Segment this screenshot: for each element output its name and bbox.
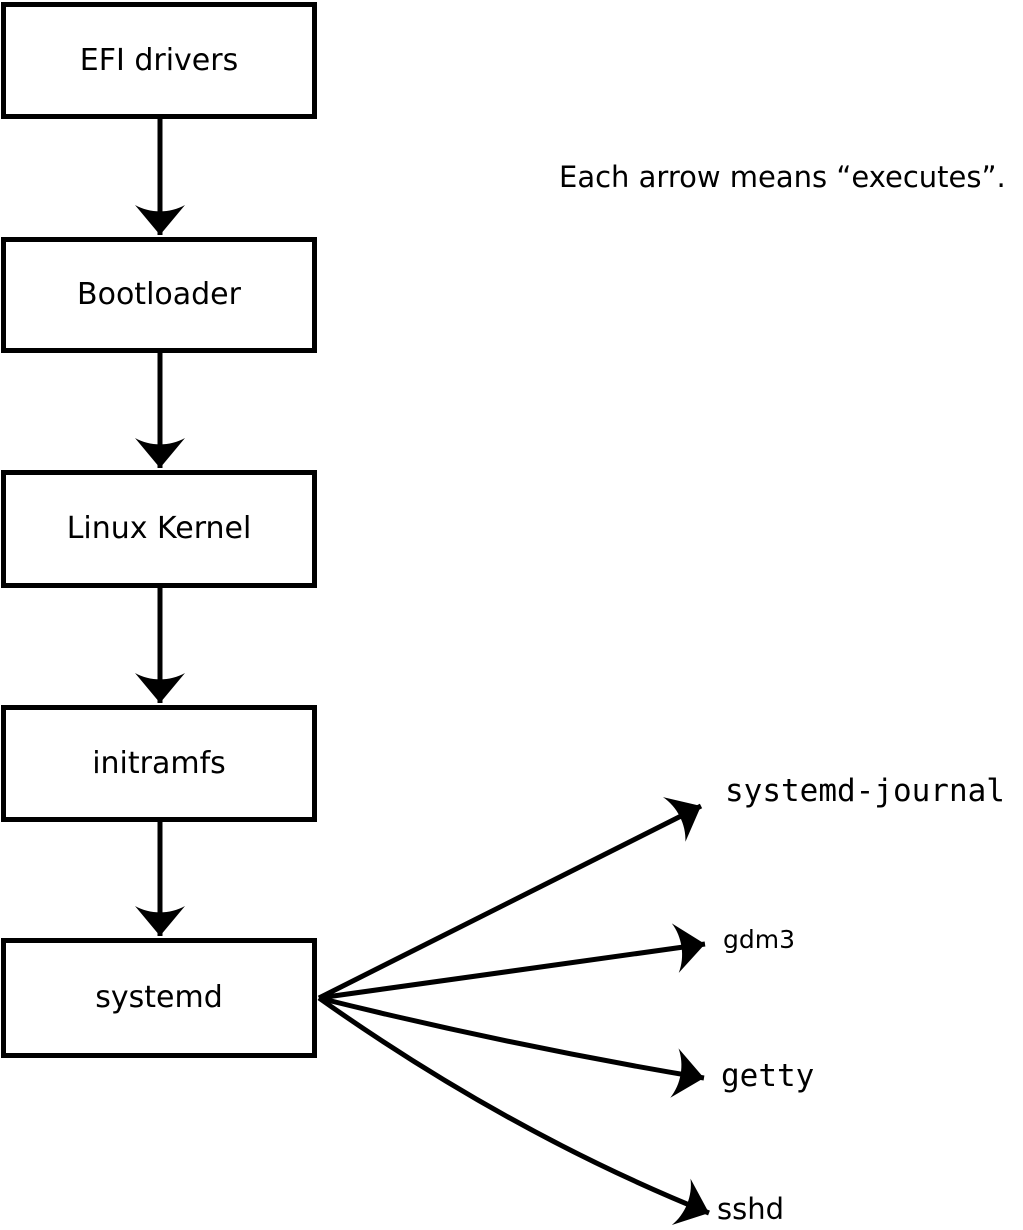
arrow-systemd-to-journal	[317, 797, 703, 1001]
box-initramfs: initramfs	[1, 705, 317, 822]
label-getty: getty	[721, 1058, 815, 1094]
arrow-systemd-to-getty	[318, 995, 705, 1098]
box-systemd: systemd	[1, 938, 317, 1058]
box-efi-drivers: EFI drivers	[1, 2, 317, 119]
label-systemd-journal: systemd-journal	[725, 773, 1005, 809]
box-bootloader-label: Bootloader	[77, 277, 241, 312]
box-linux-kernel-label: Linux Kernel	[66, 511, 252, 546]
legend-note: Each arrow means “executes”.	[559, 160, 1006, 194]
arrow-systemd-to-sshd	[317, 995, 710, 1226]
box-initramfs-label: initramfs	[92, 745, 226, 781]
box-bootloader: Bootloader	[1, 237, 317, 353]
box-systemd-label: systemd	[95, 980, 223, 1015]
box-linux-kernel: Linux Kernel	[1, 470, 317, 588]
label-gdm3: gdm3	[723, 925, 795, 954]
label-sshd: sshd	[717, 1192, 785, 1226]
arrow-systemd-to-gdm3	[318, 923, 706, 1001]
box-efi-drivers-label: EFI drivers	[79, 42, 239, 78]
